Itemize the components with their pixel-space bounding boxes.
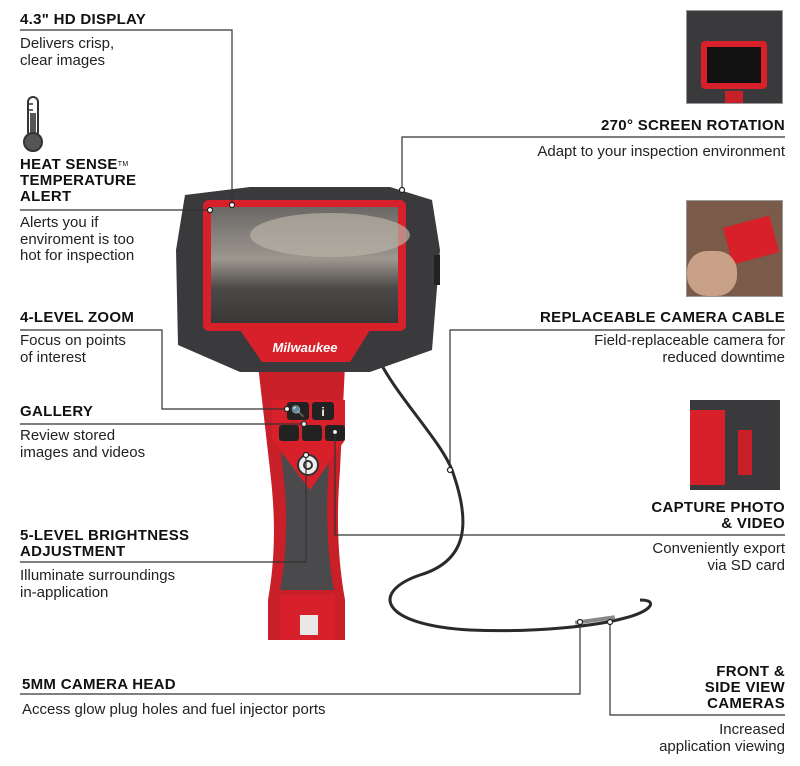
camera-head [574, 615, 616, 625]
thermometer-icon [23, 96, 43, 152]
rotation-inset-photo [686, 10, 783, 104]
rotate-button [302, 425, 322, 441]
photo-button [279, 425, 299, 441]
zoom-button [287, 402, 309, 420]
camera-head-desc: Access glow plug holes and fuel injector… [22, 701, 326, 718]
rotation-title: 270° SCREEN ROTATION [601, 117, 785, 134]
zoom-title: 4-LEVEL ZOOM [20, 309, 135, 326]
display-title: 4.3" HD DISPLAY [20, 11, 147, 28]
info-icon: i [321, 405, 324, 419]
brand-logo: Milwaukee [272, 340, 337, 355]
gallery-title: GALLERY [20, 403, 94, 420]
zoom-icon: 🔍 [291, 404, 305, 418]
leader-lines [20, 29, 785, 716]
capture-title: CAPTURE PHOTO& VIDEO [651, 499, 785, 532]
rotation-desc: Adapt to your inspection environment [537, 143, 785, 160]
cable-inset-photo [686, 200, 783, 297]
camera-head-title: 5MM CAMERA HEAD [22, 676, 176, 693]
display-desc: Delivers crisp,clear images [20, 35, 115, 69]
sd-card-inset-photo [690, 400, 780, 490]
power-icon [303, 460, 313, 470]
power-button [297, 454, 319, 476]
camera-cable [378, 361, 653, 633]
cable-title: REPLACEABLE CAMERA CABLE [540, 309, 785, 326]
info-button [312, 402, 334, 420]
